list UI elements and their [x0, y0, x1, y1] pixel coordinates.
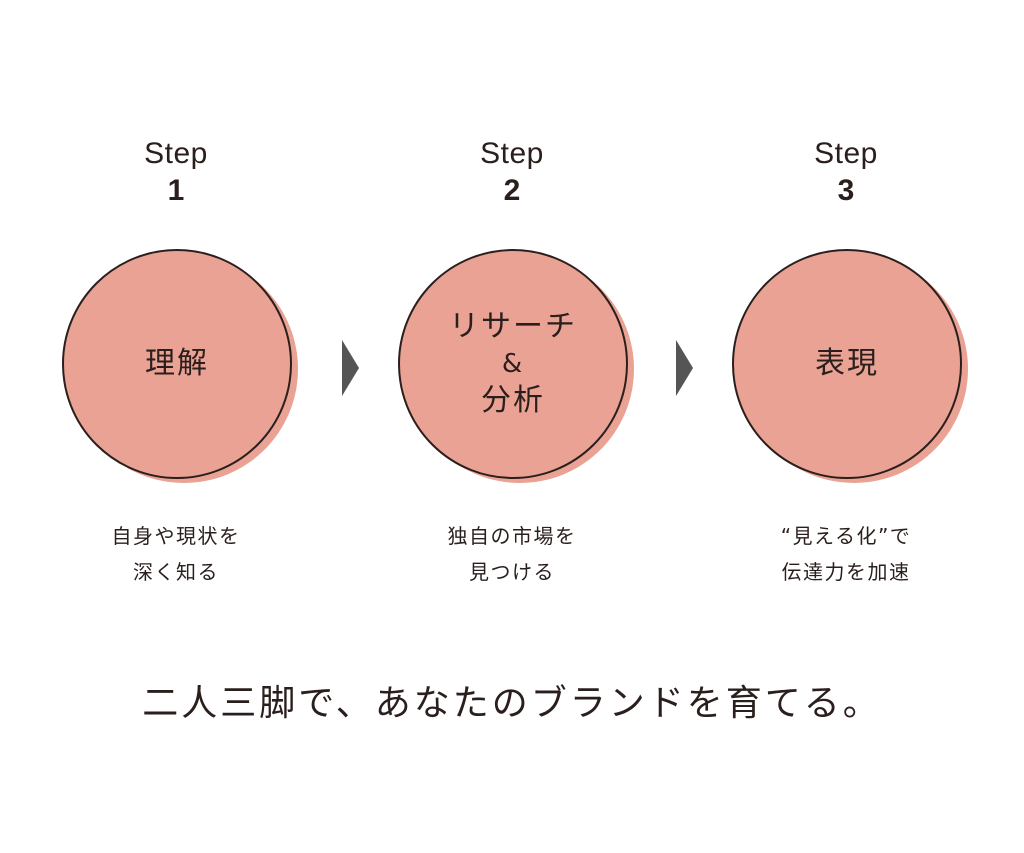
- step-2-circle-text-line-2: &: [501, 349, 525, 379]
- step-3-circle-text: 表現: [815, 346, 879, 381]
- step-2-description-line-1: 独自の市場を: [447, 524, 577, 548]
- step-2-circle-body: リサーチ & 分析: [398, 249, 628, 479]
- step-2-description-line-2: 見つける: [469, 560, 555, 584]
- step-1-circle: 理解: [62, 249, 298, 485]
- step-3-circle-body: 表現: [732, 249, 962, 479]
- step-1-circle-text: 理解: [145, 346, 209, 381]
- step-1-circle-body: 理解: [62, 249, 292, 479]
- step-3-description-line-1: “見える化”で: [780, 524, 912, 548]
- step-3-label: Step: [814, 137, 878, 170]
- chevron-right-icon: [676, 340, 693, 396]
- step-2-circle-text-line-3: 分析: [481, 383, 545, 418]
- step-1-description-line-2: 深く知る: [133, 560, 219, 584]
- step-1-description-line-1: 自身や現状を: [111, 524, 241, 548]
- step-3-number: 3: [837, 174, 855, 207]
- chevron-right-icon: [342, 340, 359, 396]
- step-1-number: 1: [167, 174, 185, 207]
- step-3-circle: 表現: [732, 249, 968, 485]
- step-1-label: Step: [144, 137, 208, 170]
- step-2-description: 独自の市場を 見つける: [382, 518, 642, 590]
- step-2-number: 2: [503, 174, 521, 207]
- step-3-header: Step 3: [726, 136, 966, 210]
- step-2-circle: リサーチ & 分析: [398, 249, 634, 485]
- step-2-label: Step: [480, 137, 544, 170]
- step-2-header: Step 2: [392, 136, 632, 210]
- step-2-circle-text-line-1: リサーチ: [449, 309, 577, 344]
- tagline: 二人三脚で、あなたのブランドを育てる。: [142, 683, 882, 724]
- step-3-description: “見える化”で 伝達力を加速: [716, 518, 976, 590]
- step-1-header: Step 1: [56, 136, 296, 210]
- step-3-description-line-2: 伝達力を加速: [781, 560, 911, 584]
- step-1-description: 自身や現状を 深く知る: [46, 518, 306, 590]
